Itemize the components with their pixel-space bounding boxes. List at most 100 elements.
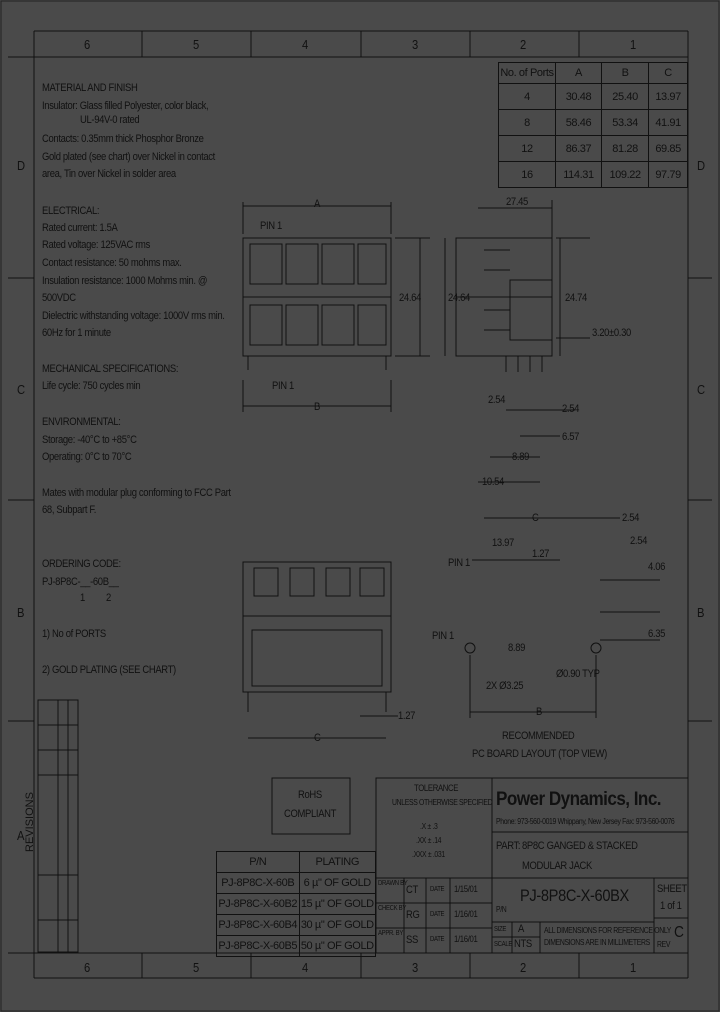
table-header: No. of Ports [498, 62, 556, 84]
table-header: B [600, 62, 650, 84]
lower-view [242, 561, 398, 739]
size-label: SIZE [494, 926, 507, 933]
table-header: PLATING [298, 851, 377, 873]
dimension-note: DIMENSIONS ARE IN MILLIMETERS [544, 938, 650, 947]
zone-bottom-4: 4 [302, 960, 308, 975]
pcb-caption-1: RECOMMENDED [502, 730, 575, 742]
tolerance-line: .XX ± .14 [416, 836, 442, 845]
zone-side-d-right: D [697, 158, 705, 173]
part-name-2: MODULAR JACK [522, 860, 592, 872]
environmental-line: Storage: -40°C to +85°C [42, 434, 137, 446]
pcb-dim-2x: 2X Ø3.25 [486, 680, 524, 692]
table-cell: 114.31 [555, 161, 602, 188]
table-row: PJ-8P8C-X-60B5 50 µ" OF GOLD [216, 935, 377, 957]
zone-top-6: 6 [84, 37, 90, 52]
tolerance-line: .X ± .3 [420, 822, 438, 831]
zone-side-c: C [17, 382, 25, 397]
table-cell: 69.85 [648, 135, 688, 162]
table-cell: PJ-8P8C-X-60B4 [216, 914, 300, 936]
dim-2-54-b: 2.54 [562, 403, 580, 415]
dim-27-45: 27.45 [506, 196, 528, 208]
dim-a: A [314, 198, 320, 210]
zone-top-5: 5 [193, 37, 199, 52]
pcb-caption-2: PC BOARD LAYOUT (TOP VIEW) [472, 748, 607, 760]
table-cell: 97.79 [648, 161, 688, 188]
electrical-line: 500VDC [42, 292, 76, 304]
ordering-mark-2: 2 [106, 592, 111, 604]
tolerance-unless: UNLESS OTHERWISE SPECIFIED [392, 798, 493, 807]
table-header: C [648, 62, 688, 84]
table-header: A [555, 62, 602, 84]
mechanical-heading: MECHANICAL SPECIFICATIONS: [42, 363, 179, 375]
table-cell: 6 µ" OF GOLD [298, 872, 377, 894]
company-name: Power Dynamics, Inc. [496, 789, 662, 810]
table-cell: 16 [498, 161, 556, 188]
dim-b: B [314, 401, 320, 413]
rev-value: C [674, 924, 684, 941]
mechanical-line: Life cycle: 750 cycles min [42, 380, 141, 392]
dim-c-bottom: C [314, 732, 321, 744]
environmental-heading: ENVIRONMENTAL: [42, 416, 121, 428]
date1: 1/15/01 [454, 884, 478, 894]
pcb-layout [464, 517, 660, 718]
sheet-value: 1 of 1 [660, 900, 682, 912]
date2-label: DATE [430, 911, 445, 918]
electrical-line: 60Hz for 1 minute [42, 327, 111, 339]
electrical-line: Contact resistance: 50 mohms max. [42, 257, 182, 269]
dim-10-54: 10.54 [482, 476, 504, 488]
table-cell: 41.91 [648, 109, 688, 136]
electrical-line: Insulation resistance: 1000 Mohms min. @ [42, 275, 208, 287]
table-cell: 109.22 [600, 161, 650, 188]
environmental-line: Operating: 0°C to 70°C [42, 451, 132, 463]
electrical-line: Dielectric withstanding voltage: 1000V r… [42, 310, 225, 322]
table-cell: 12 [498, 135, 556, 162]
table-row: 8 58.46 53.34 41.91 [498, 109, 688, 136]
pcb-pin1-a: PIN 1 [448, 557, 470, 569]
table-cell: 30 µ" OF GOLD [298, 914, 377, 936]
zone-side-a: A [17, 828, 25, 843]
size-value: A [518, 923, 524, 935]
zone-side-c-right: C [697, 382, 705, 397]
table-cell: PJ-8P8C-X-60B [216, 872, 300, 894]
table-cell: PJ-8P8C-X-60B5 [216, 935, 300, 957]
table-cell: PJ-8P8C-X-60B2 [216, 893, 300, 915]
electrical-line: Rated current: 1.5A [42, 222, 118, 234]
side-view [444, 200, 590, 483]
tolerance-line: .XXX ± .031 [412, 850, 445, 859]
table-cell: 25.40 [600, 83, 650, 110]
check-label: CHECK BY [378, 905, 407, 912]
zone-bottom-2: 2 [520, 960, 526, 975]
table-cell: 8 [498, 109, 556, 136]
revisions-label: REVISIONS [24, 792, 36, 852]
check-by: RG [406, 909, 420, 921]
title-block-frame [375, 777, 689, 954]
dim-3-20: 3.20±0.30 [592, 327, 631, 339]
pcb-dim-4-06: 4.06 [648, 561, 666, 573]
part-name: 8P8C GANGED & STACKED [522, 840, 638, 852]
table-cell: 4 [498, 83, 556, 110]
sheet-label: SHEET [657, 883, 687, 895]
table-row: P/N PLATING [216, 851, 377, 873]
material-line: area, Tin over Nickel in solder area [42, 168, 176, 180]
pcb-pin1-b: PIN 1 [432, 630, 454, 642]
dim-24-64-a: 24.64 [399, 292, 421, 304]
zone-top-4: 4 [302, 37, 308, 52]
zone-side-d: D [17, 158, 25, 173]
dimension-note: ALL DIMENSIONS FOR REFERENCE ONLY [544, 926, 672, 935]
ordering-code: PJ-8P8C-__-60B__ [42, 576, 119, 588]
ordering-mark-1: 1 [80, 592, 85, 604]
material-line: Gold plated (see chart) over Nickel in c… [42, 151, 215, 163]
zone-bottom-3: 3 [412, 960, 418, 975]
dim-24-64-b: 24.64 [448, 292, 470, 304]
appr-by: SS [406, 934, 418, 946]
plating-table: P/N PLATING PJ-8P8C-X-60B 6 µ" OF GOLD P… [216, 851, 377, 957]
date1-label: DATE [430, 886, 445, 893]
appr-label: APPR. BY [378, 930, 404, 937]
scale-value: NTS [514, 938, 532, 950]
material-line: UL-94V-0 rated [80, 114, 140, 126]
table-row: 4 30.48 25.40 13.97 [498, 83, 688, 110]
table-row: PJ-8P8C-X-60B 6 µ" OF GOLD [216, 872, 377, 894]
table-cell: 30.48 [555, 83, 602, 110]
zone-top-3: 3 [412, 37, 418, 52]
